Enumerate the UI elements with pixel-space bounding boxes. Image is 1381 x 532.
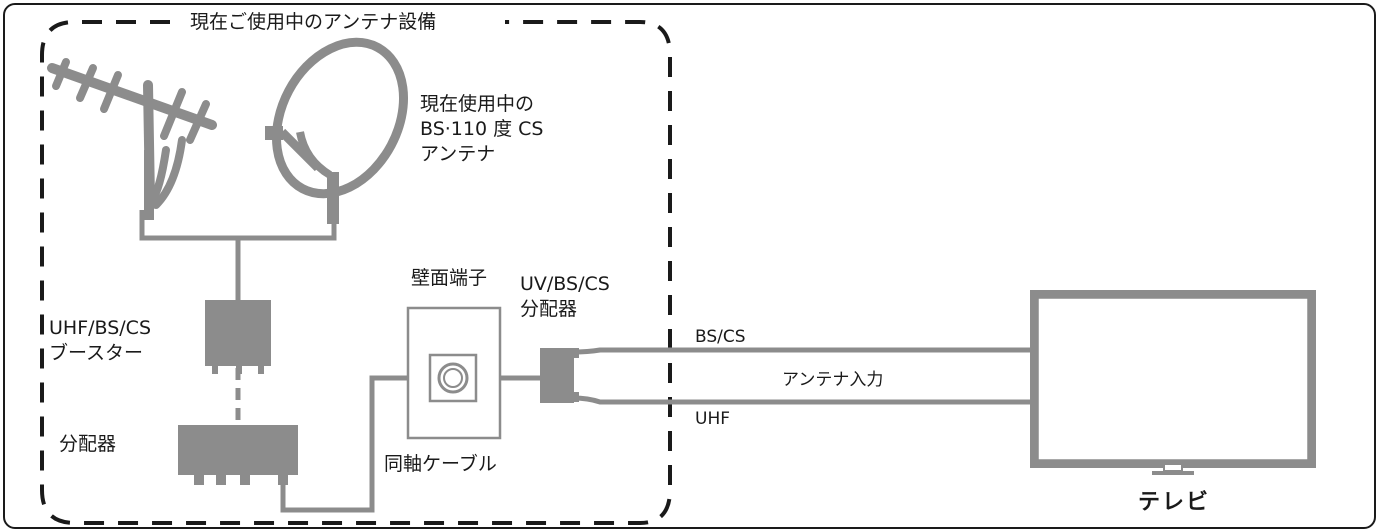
coax-cable-label: 同軸ケーブル bbox=[384, 453, 497, 475]
diagram-frame bbox=[3, 3, 1376, 529]
uv-splitter-icon bbox=[540, 348, 579, 403]
television-icon bbox=[1030, 290, 1316, 475]
booster-icon bbox=[205, 300, 271, 374]
splitter-label: 分配器 bbox=[59, 433, 117, 455]
group-title: 現在ご使用中のアンテナ設備 bbox=[182, 10, 445, 34]
satellite-dish-icon bbox=[265, 37, 409, 224]
uhf-line-label: UHF bbox=[695, 409, 731, 429]
booster-label-line2: ブースター bbox=[49, 342, 144, 364]
wall-terminal-label: 壁面端子 bbox=[411, 267, 488, 289]
splitter-icon bbox=[178, 425, 298, 485]
antenna-input-label: アンテナ入力 bbox=[782, 370, 884, 390]
uhf-antenna-mast bbox=[144, 150, 154, 220]
booster-label-line1: UHF/BS/CS bbox=[49, 317, 152, 339]
bs-cs-line-label: BS/CS bbox=[695, 327, 746, 347]
dish-label-line2: BS·110 度 CS bbox=[420, 118, 544, 140]
dish-label-line3: アンテナ bbox=[420, 143, 496, 165]
current-equipment-boundary bbox=[40, 20, 672, 525]
uv-splitter-label-line1: UV/BS/CS bbox=[520, 273, 610, 295]
uv-splitter-label-line2: 分配器 bbox=[520, 298, 578, 320]
dish-label-line1: 現在使用中の bbox=[420, 93, 535, 115]
tv-label: テレビ bbox=[1138, 490, 1211, 515]
wall-terminal-icon bbox=[406, 306, 502, 440]
uhf-antenna-icon bbox=[47, 58, 217, 209]
